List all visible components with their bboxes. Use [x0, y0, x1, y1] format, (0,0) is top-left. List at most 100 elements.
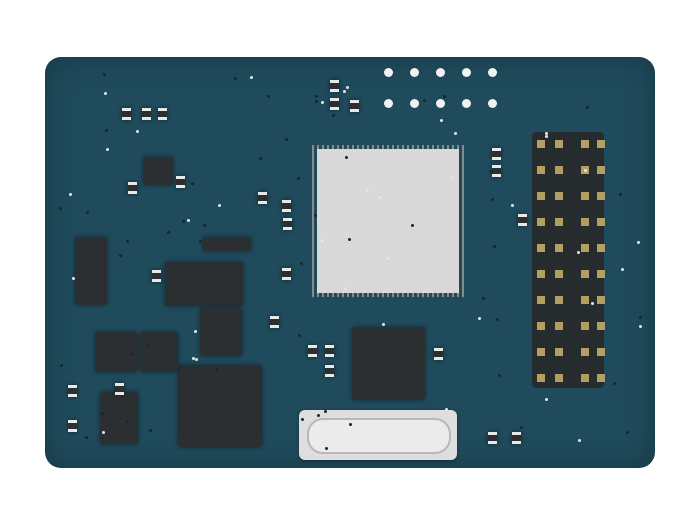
header-pin: [537, 218, 545, 226]
smd-component: [258, 192, 267, 204]
smd-component: [434, 348, 443, 360]
via-dot: [166, 230, 170, 234]
via-dot: [444, 408, 448, 412]
header-pin: [597, 244, 605, 252]
via-hole: [488, 99, 497, 108]
via-dot: [349, 423, 353, 427]
via-dot: [320, 100, 324, 104]
via-dot: [325, 446, 329, 450]
via-dot: [346, 85, 350, 89]
header-pin: [597, 218, 605, 226]
header-pin: [597, 140, 605, 148]
via-dot: [478, 317, 481, 321]
header-pin: [581, 218, 589, 226]
via-dot: [250, 75, 254, 79]
via-dot: [423, 99, 427, 103]
header-pin: [555, 244, 563, 252]
via-dot: [451, 175, 455, 179]
via-dot: [626, 431, 630, 435]
smd-component: [325, 365, 334, 377]
via-hole: [462, 99, 471, 108]
via-dot: [314, 94, 318, 98]
smd-component: [115, 383, 124, 395]
small-ic: [100, 392, 138, 444]
header-pin: [555, 348, 563, 356]
via-dot: [544, 135, 548, 139]
via-dot: [618, 193, 622, 197]
via-hole: [410, 99, 419, 108]
smd-component: [282, 200, 291, 212]
via-dot: [193, 330, 197, 334]
via-dot: [181, 220, 185, 224]
header-pin: [537, 270, 545, 278]
header-pin: [597, 296, 605, 304]
smd-component: [512, 432, 521, 444]
smd-component: [325, 345, 334, 357]
via-dot: [377, 195, 381, 199]
header-pin: [537, 322, 545, 330]
via-dot: [190, 181, 194, 185]
via-dot: [519, 426, 523, 430]
via-dot: [84, 435, 88, 439]
via-dot: [331, 114, 335, 118]
via-dot: [482, 297, 486, 301]
via-dot: [130, 352, 134, 356]
via-dot: [135, 130, 139, 133]
via-dot: [344, 286, 348, 290]
header-pin: [581, 296, 589, 304]
via-dot: [284, 137, 288, 141]
smd-component: [176, 176, 185, 188]
connector-small: [75, 237, 107, 305]
via-dot: [590, 301, 594, 305]
via-dot: [497, 374, 501, 378]
header-pin: [555, 270, 563, 278]
via-dot: [545, 131, 549, 135]
via-dot: [126, 240, 130, 244]
via-dot: [103, 73, 107, 77]
smd-component: [330, 80, 339, 92]
via-dot: [105, 129, 109, 133]
via-dot: [298, 333, 302, 337]
via-dot: [345, 155, 349, 159]
via-dot: [316, 413, 320, 417]
via-dot: [495, 317, 499, 321]
via-dot: [258, 156, 262, 160]
small-ic-top: [143, 157, 173, 185]
pin-header: [532, 132, 605, 388]
header-pin: [555, 322, 563, 330]
via-dot: [314, 213, 318, 217]
via-dot: [192, 357, 196, 361]
header-pin: [597, 166, 605, 174]
smd-component: [142, 108, 151, 120]
mosfet-right: [140, 332, 178, 372]
via-hole: [462, 68, 471, 77]
smd-component: [492, 148, 501, 160]
header-pin: [597, 348, 605, 356]
header-pin: [597, 374, 605, 382]
via-dot: [300, 261, 304, 265]
via-dot: [586, 106, 590, 110]
header-pin: [555, 192, 563, 200]
via-dot: [489, 170, 493, 174]
via-dot: [101, 412, 105, 416]
via-dot: [301, 418, 305, 422]
header-pin: [555, 166, 563, 174]
via-dot: [202, 223, 206, 227]
via-dot: [639, 315, 643, 319]
smd-component: [122, 108, 131, 120]
header-pin: [581, 192, 589, 200]
via-dot: [410, 223, 414, 227]
via-dot: [589, 273, 593, 277]
header-pin: [537, 192, 545, 200]
smd-component: [283, 218, 292, 230]
smd-component: [330, 98, 339, 110]
via-dot: [198, 240, 202, 244]
smd-component: [518, 214, 527, 226]
via-dot: [72, 277, 76, 281]
smd-component: [128, 182, 137, 194]
header-pin: [597, 270, 605, 278]
header-pin: [581, 270, 589, 278]
via-dot: [194, 358, 198, 362]
via-dot: [119, 253, 123, 257]
smd-component: [492, 165, 501, 177]
